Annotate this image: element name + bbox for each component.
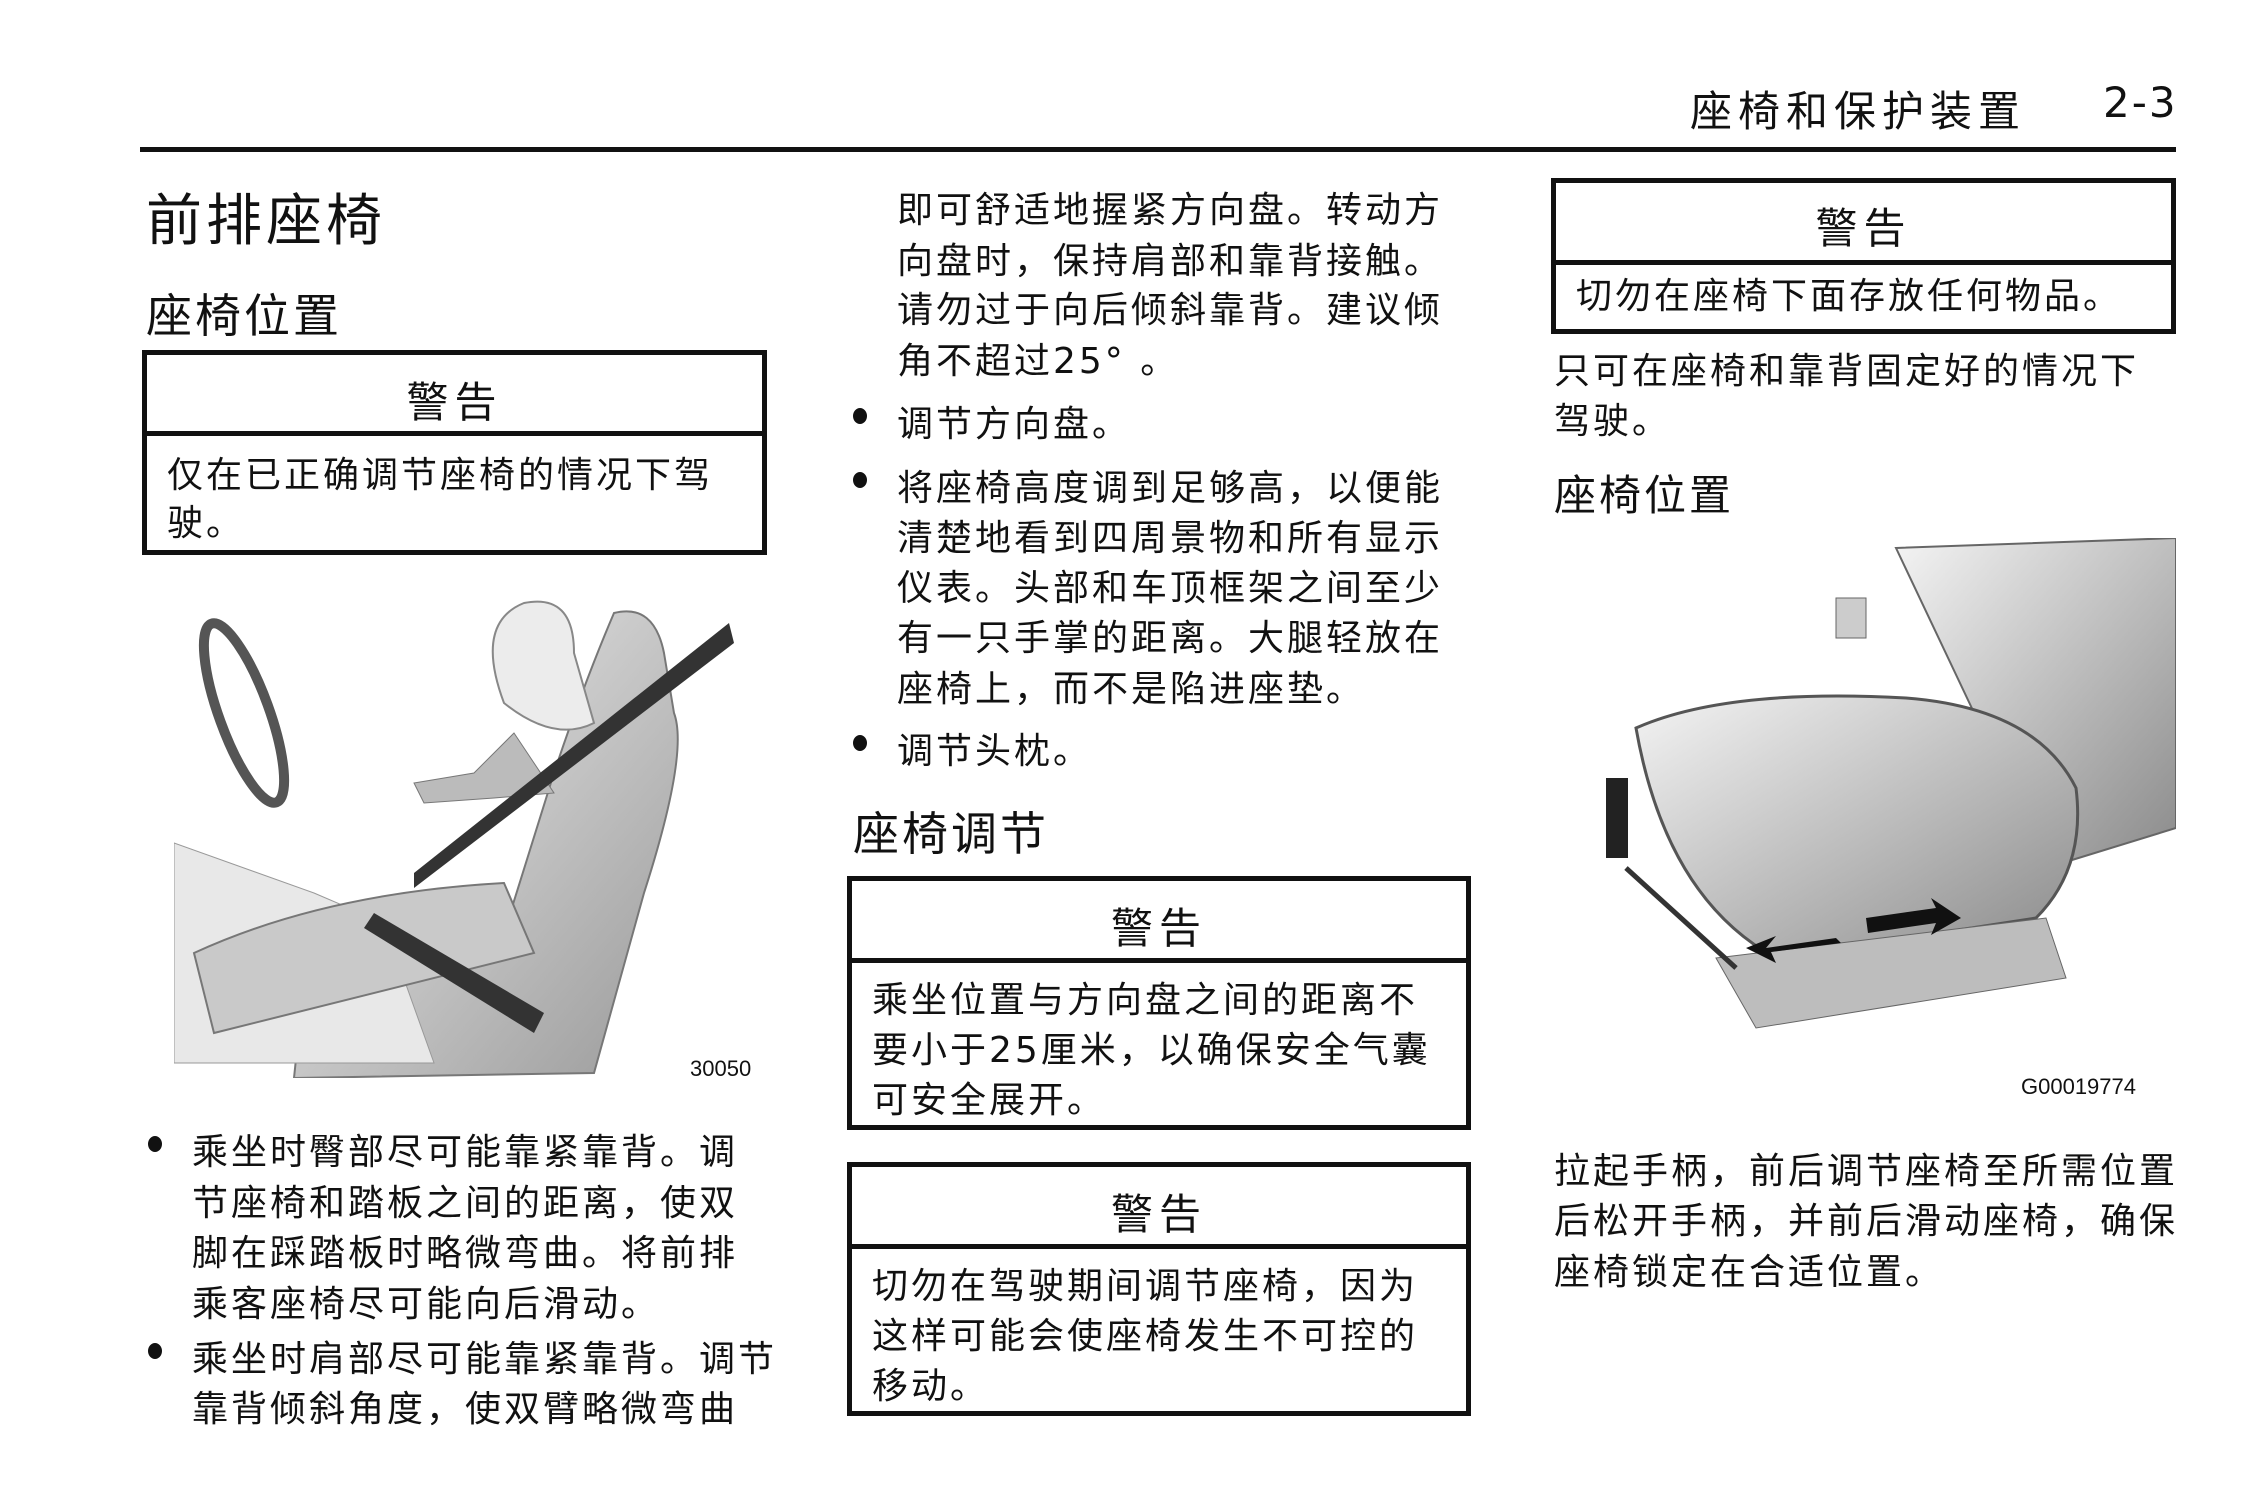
body-text: 只可在座椅和靠背固定好的情况下 (1554, 351, 2140, 392)
warning-text: 要小于25厘米，以确保安全气囊 (872, 1030, 1431, 1071)
section-heading: 座椅位置 (1554, 471, 1735, 520)
divider (852, 958, 1466, 963)
bullet-text: 清楚地看到四周景物和所有显示 (897, 518, 1444, 559)
body-text: 向盘时，保持肩部和靠背接触。 (897, 241, 1444, 282)
bullet-text: 有一只手掌的距离。大腿轻放在 (897, 618, 1444, 659)
body-text: 角不超过25° 。 (897, 341, 1180, 382)
bullet-text: 节座椅和踏板之间的距离，使双 (192, 1183, 739, 1224)
warning-box: 警告 仅在已正确调节座椅的情况下驾 驶。 (142, 350, 767, 555)
section-heading: 座椅调节 (853, 807, 1049, 861)
page-number: 2-3 (2103, 78, 2178, 127)
body-text: 后松开手柄，并前后滑动座椅，确保 (1554, 1201, 2179, 1242)
bullet-icon (853, 408, 867, 424)
body-text: 即可舒适地握紧方向盘。转动方 (897, 190, 1444, 231)
figure-label: G00019774 (2021, 1074, 2136, 1099)
bullet-icon (148, 1136, 162, 1152)
divider (147, 431, 762, 436)
warning-title: 警告 (406, 378, 503, 427)
bullet-text: 调节头枕。 (897, 731, 1093, 772)
warning-box: 警告 切勿在座椅下面存放任何物品。 (1551, 178, 2176, 334)
body-text: 拉起手柄，前后调节座椅至所需位置 (1554, 1151, 2179, 1192)
body-text: 座椅锁定在合适位置。 (1554, 1252, 1945, 1293)
bullet-icon (853, 735, 867, 751)
bullet-icon (148, 1343, 162, 1359)
warning-text: 可安全展开。 (872, 1080, 1107, 1121)
bullet-text: 将座椅高度调到足够高，以便能 (897, 468, 1444, 509)
body-text: 请勿过于向后倾斜靠背。建议倾 (897, 290, 1444, 331)
section-heading: 座椅位置 (146, 289, 342, 343)
warning-text: 乘坐位置与方向盘之间的距离不 (872, 980, 1419, 1021)
divider (852, 1244, 1466, 1249)
warning-text: 切勿在座椅下面存放任何物品。 (1576, 276, 2123, 317)
divider (1556, 260, 2171, 265)
seat-adjustment-illustration (1606, 538, 2176, 1029)
warning-text: 切勿在驾驶期间调节座椅，因为 (872, 1266, 1419, 1307)
section-title: 座椅和保护装置 (1690, 87, 2027, 136)
warning-box: 警告 切勿在驾驶期间调节座椅，因为 这样可能会使座椅发生不可控的 移动。 (847, 1162, 1471, 1416)
warning-title: 警告 (1110, 1190, 1207, 1239)
bullet-text: 座椅上，而不是陷进座垫。 (897, 669, 1366, 710)
bullet-text: 乘坐时肩部尽可能靠紧靠背。调节 (192, 1339, 778, 1380)
figure-label: 30050 (690, 1056, 752, 1081)
bullet-text: 脚在踩踏板时略微弯曲。将前排 (192, 1233, 739, 1274)
warning-text: 仅在已正确调节座椅的情况下驾 (167, 455, 714, 496)
bullet-text: 乘客座椅尽可能向后滑动。 (192, 1284, 661, 1325)
bullet-text: 靠背倾斜角度，使双臂略微弯曲 (192, 1389, 739, 1430)
driver-seating-illustration (174, 600, 734, 1078)
warning-text: 移动。 (872, 1366, 990, 1407)
page-heading: 前排座椅 (146, 189, 386, 254)
warning-box: 警告 乘坐位置与方向盘之间的距离不 要小于25厘米，以确保安全气囊 可安全展开。 (847, 876, 1471, 1130)
bullet-icon (853, 472, 867, 488)
bullet-text: 仪表。头部和车顶框架之间至少 (897, 568, 1444, 609)
header-rule (140, 147, 2176, 152)
bullet-text: 乘坐时臀部尽可能靠紧靠背。调 (192, 1132, 739, 1173)
body-text: 驾驶。 (1554, 401, 1672, 442)
warning-text: 驶。 (167, 503, 246, 544)
warning-title: 警告 (1815, 204, 1912, 253)
bullet-text: 调节方向盘。 (897, 404, 1132, 445)
warning-title: 警告 (1110, 904, 1207, 953)
warning-text: 这样可能会使座椅发生不可控的 (872, 1316, 1419, 1357)
